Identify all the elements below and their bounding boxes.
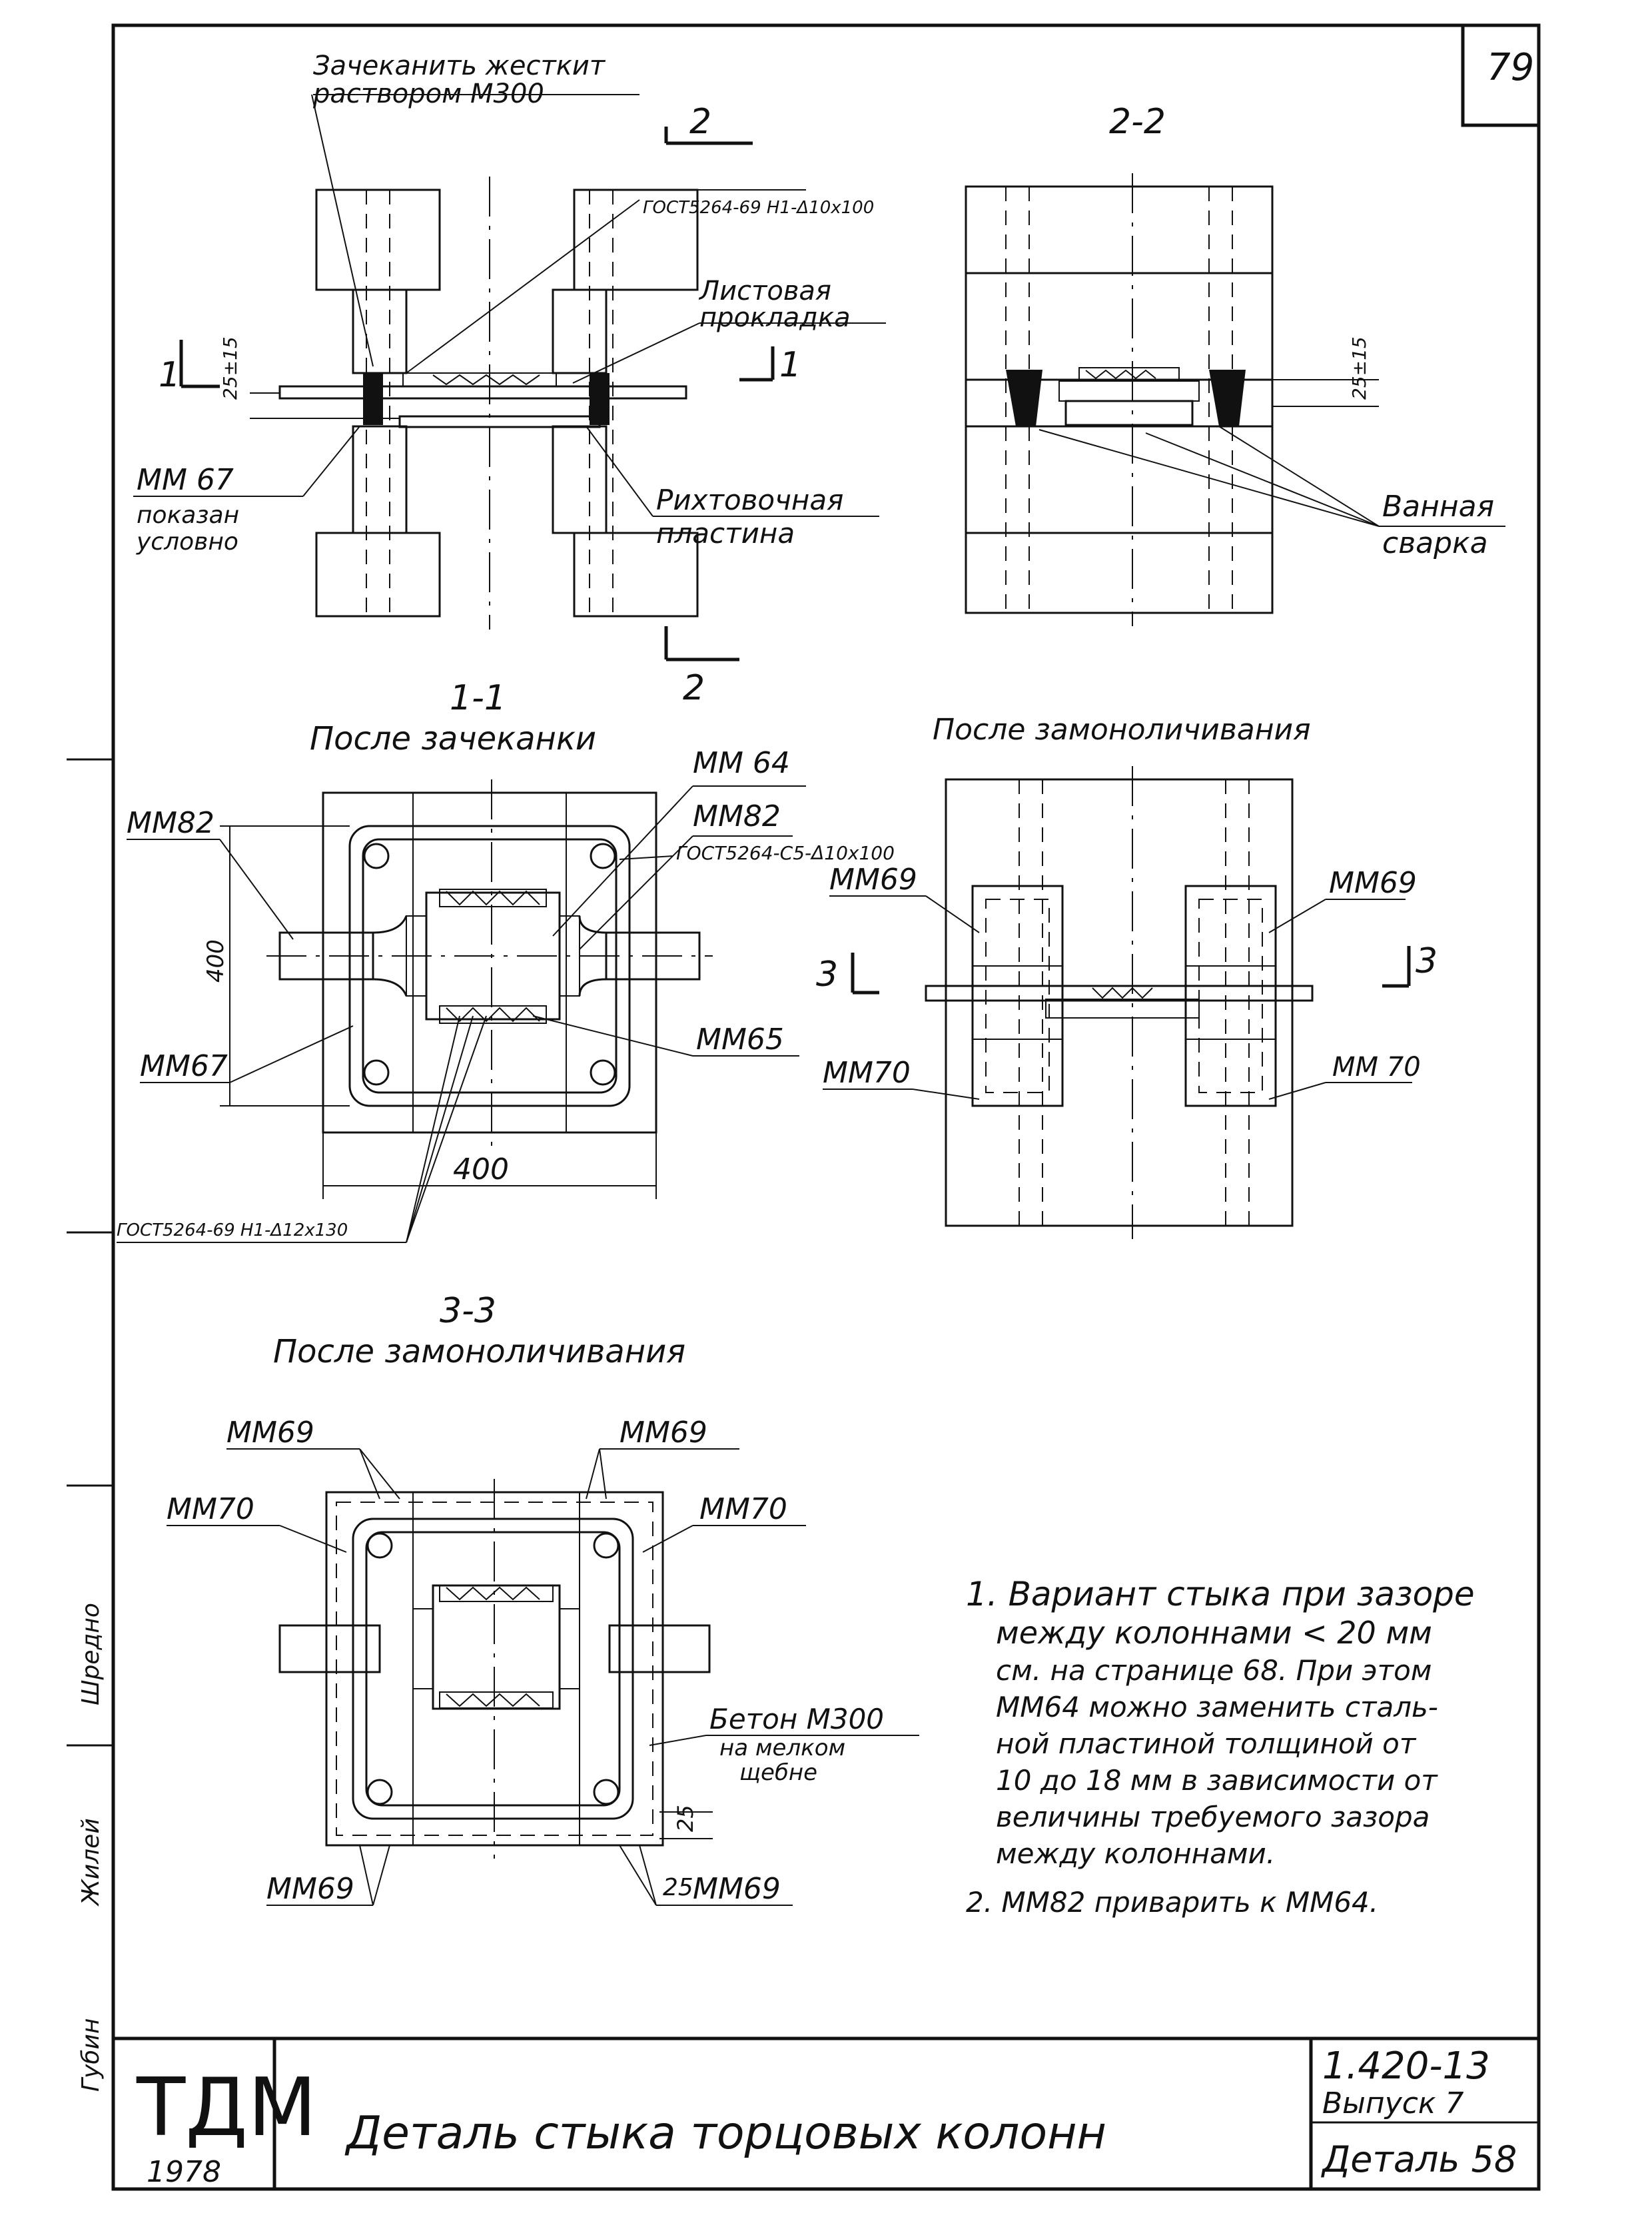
note-line: см. на странице 68. При этом: [996, 1654, 1432, 1687]
note-line: между колоннами.: [996, 1837, 1275, 1870]
section-3-3-subtitle: После замоноличивания: [273, 1333, 685, 1370]
mm69-label-middle-left: ММ69: [829, 863, 917, 897]
note-line: 10 до 18 мм в зависимости от: [996, 1764, 1438, 1797]
note-line: величины требуемого зазора: [996, 1801, 1430, 1833]
drawing-title: Деталь стыка торцовых колонн: [344, 2107, 1106, 2160]
shown-label-line2: условно: [136, 528, 238, 556]
section-mark-3-left: 3: [816, 955, 838, 995]
mm69-label-top-right: ММ69: [620, 1416, 707, 1450]
section-mark-3-right: 3: [1416, 941, 1438, 981]
mm69-label-bottom-left: ММ69: [266, 1872, 354, 1906]
mm69-label-middle-right: ММ69: [1329, 866, 1417, 900]
monolithic-elevation-view: [823, 766, 1412, 1239]
detail-number: Деталь 58: [1321, 2138, 1517, 2180]
concrete-label-line2: на мелком: [719, 1735, 845, 1761]
bath-weld-label-line1: Ванная: [1382, 490, 1494, 524]
section-mark-2-top: 2: [689, 102, 711, 142]
shim-label-line2: пластина: [656, 517, 795, 550]
section-2-2-title: 2-2: [1109, 102, 1166, 142]
dimension-400-vertical: 400: [203, 939, 229, 983]
mm70-label-right: ММ70: [699, 1492, 787, 1526]
mm70-label-middle-right: ММ 70: [1332, 1052, 1421, 1083]
dimension-25-side: 25: [673, 1805, 698, 1832]
mm69-label-top-left: ММ69: [226, 1416, 314, 1450]
section-3-3-view: [167, 1448, 919, 1906]
sheet-pad-label-line1: Листовая: [698, 276, 831, 306]
shim-label-line1: Рихтовочная: [656, 484, 843, 516]
sheet-number: 79: [1487, 46, 1534, 89]
dimension-25-bottom: 25: [663, 1874, 693, 1901]
section-mark-2-bottom: 2: [683, 668, 705, 708]
margin-stamp: Жилей: [77, 1818, 105, 1907]
weld-spec-bottom: ГОСТ5264-69 Н1-Δ12х130: [117, 1220, 348, 1240]
sheet-frame: [67, 23, 1541, 2191]
section-1-1-view: [117, 779, 806, 1243]
margin-stamp: Губин: [77, 2018, 105, 2092]
shown-label-line1: показан: [137, 502, 239, 529]
concrete-label-line1: Бетон М300: [709, 1703, 884, 1735]
note-line: ММ64 можно заменить сталь-: [996, 1691, 1438, 1723]
caulk-note-line1: Зачеканить жесткит: [313, 51, 606, 81]
note-line: 1. Вариант стыка при зазоре: [966, 1575, 1475, 1613]
mm69-label-bottom-right: ММ69: [693, 1872, 781, 1906]
section-1-1-subtitle: После зачеканки: [310, 720, 596, 757]
caulk-note-line2: раствором М300: [312, 79, 544, 109]
mm70-label-middle-left: ММ70: [823, 1056, 911, 1090]
margin-stamp: Шредно: [77, 1603, 105, 1705]
mm67-label-top: ММ 67: [137, 463, 234, 497]
issue-number: Выпуск 7: [1322, 2086, 1463, 2120]
weld-spec-top: ГОСТ5264-69 Н1-Δ10х100: [643, 198, 874, 218]
section-1-1-title: 1-1: [450, 678, 506, 718]
weld-spec-middle: ГОСТ5264-С5-Δ10х100: [676, 842, 895, 864]
note-line: ной пластиной толщиной от: [996, 1727, 1417, 1760]
section-2-2-view: [965, 173, 1505, 626]
gap-dimension-right: 25±15: [1348, 336, 1370, 400]
elevation-view: [133, 94, 886, 662]
dimension-400-horizontal: 400: [453, 1152, 509, 1186]
mm65-label: ММ65: [696, 1023, 784, 1057]
monolithic-subtitle-middle: После замоноличивания: [933, 713, 1311, 747]
mm82-label-right: ММ82: [693, 799, 781, 833]
section-mark-1-left: 1: [159, 355, 181, 395]
general-notes: 1. Вариант стыка при зазоре между колонн…: [966, 1575, 1475, 1919]
note-line: 2. ММ82 приварить к ММ64.: [966, 1886, 1378, 1919]
section-3-3-title: 3-3: [440, 1291, 496, 1331]
sheet-pad-label-line2: прокладка: [699, 302, 851, 333]
mm82-label-left: ММ82: [127, 806, 214, 840]
section-mark-1-right: 1: [779, 345, 801, 385]
tdm-logo: ТДМ: [136, 2062, 317, 2154]
gap-dimension-left: 25±15: [219, 336, 241, 400]
title-block-year: 1978: [147, 2155, 221, 2189]
series-number: 1.420-13: [1322, 2044, 1490, 2088]
mm64-label: ММ 64: [693, 746, 790, 780]
note-line: между колоннами < 20 мм: [996, 1615, 1432, 1651]
concrete-label-line3: щебне: [739, 1759, 817, 1786]
mm67-label-middle: ММ67: [140, 1049, 228, 1083]
mm70-label-left: ММ70: [167, 1492, 254, 1526]
bath-weld-label-line2: сварка: [1382, 526, 1488, 560]
